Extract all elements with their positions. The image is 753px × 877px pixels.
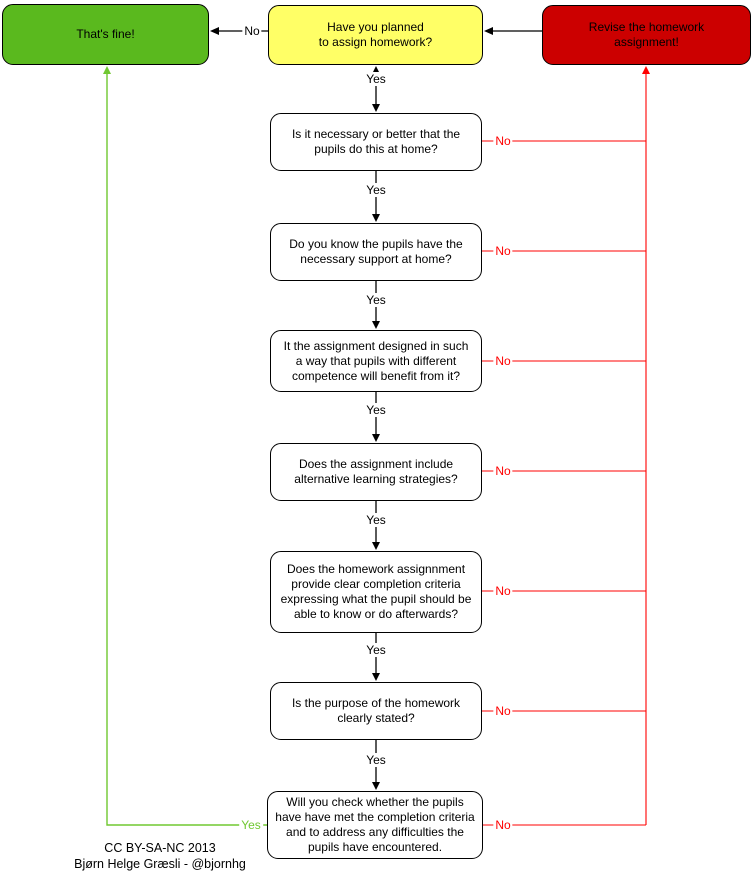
question-node: Does the assignment include alternative …	[270, 443, 482, 501]
arrowhead-up-icon	[103, 66, 111, 74]
no-label: No	[493, 354, 513, 368]
yes-label: Yes	[364, 293, 388, 307]
arrowhead-down-icon	[372, 321, 380, 329]
arrowhead-down-icon	[372, 104, 380, 112]
no-label: No	[493, 244, 513, 258]
no-label: No	[493, 584, 513, 598]
question-node: Do you know the pupils have the necessar…	[270, 223, 482, 281]
yes-label: Yes	[364, 643, 388, 657]
no-label: No	[493, 464, 513, 478]
no-label: No	[493, 818, 513, 832]
attribution-text: CC BY-SA-NC 2013 Bjørn Helge Græsli - @b…	[74, 841, 246, 871]
node-thats-fine: That's fine!	[2, 4, 209, 65]
no-label: No	[242, 24, 262, 38]
arrowhead-down-icon	[372, 542, 380, 550]
yes-label: Yes	[364, 403, 388, 417]
no-label: No	[493, 134, 513, 148]
node-revise-homework: Revise the homework assignment!	[542, 5, 751, 65]
no-label: No	[493, 704, 513, 718]
arrowhead-left-icon	[210, 27, 219, 35]
question-node: It the assignment designed in such a way…	[270, 330, 482, 392]
arrowhead-down-icon	[372, 214, 380, 222]
yes-label: Yes	[364, 72, 388, 86]
question-node: Is it necessary or better that the pupil…	[270, 113, 482, 171]
node-start-question: Have you planned to assign homework?	[268, 5, 483, 65]
question-node: Does the homework assignnment provide cl…	[270, 551, 482, 633]
yes-label: Yes	[364, 183, 388, 197]
yes-label: Yes	[364, 753, 388, 767]
arrowhead-left-icon	[484, 27, 493, 35]
question-node: Is the purpose of the homework clearly s…	[270, 682, 482, 740]
arrowhead-up-icon	[642, 66, 650, 74]
question-node: Will you check whether the pupils have h…	[267, 791, 483, 859]
arrowhead-down-icon	[372, 673, 380, 681]
arrowhead-down-icon	[372, 434, 380, 442]
arrowhead-down-icon	[372, 782, 380, 790]
final-yes-edge	[103, 66, 267, 826]
yes-label: Yes	[364, 513, 388, 527]
edge-revise-to-start	[484, 27, 542, 35]
yes-label: Yes	[239, 818, 263, 832]
